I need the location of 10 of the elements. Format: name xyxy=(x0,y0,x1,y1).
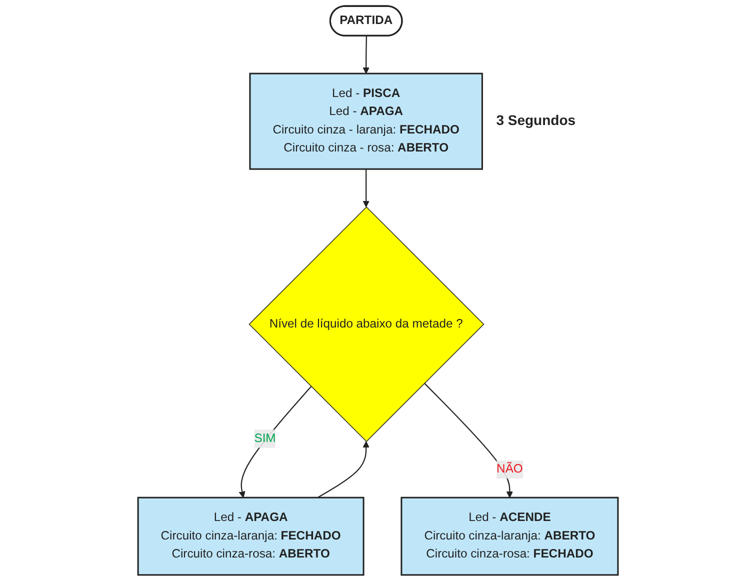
arrow xyxy=(238,386,312,498)
edge-label: NÃO xyxy=(496,462,523,476)
duration-note: 3 Segundos xyxy=(496,112,576,128)
edge-label: SIM xyxy=(254,432,276,445)
node-box: Led - PISCA Led - APAGA Circuito cinza - laranja: FECHADO Circuito cinza - rosa: ABERTO xyxy=(249,72,483,170)
node-box: Led - ACENDE Circuito cinza-laranja: ABERTO Circuito cinza-rosa: FECHADO xyxy=(400,496,619,576)
node-box: Led - APAGA Circuito cinza-laranja: FECHADO Circuito cinza-rosa: ABERTO xyxy=(137,496,364,576)
arrow xyxy=(362,36,370,74)
arrow xyxy=(317,441,370,498)
arrow xyxy=(362,169,370,208)
